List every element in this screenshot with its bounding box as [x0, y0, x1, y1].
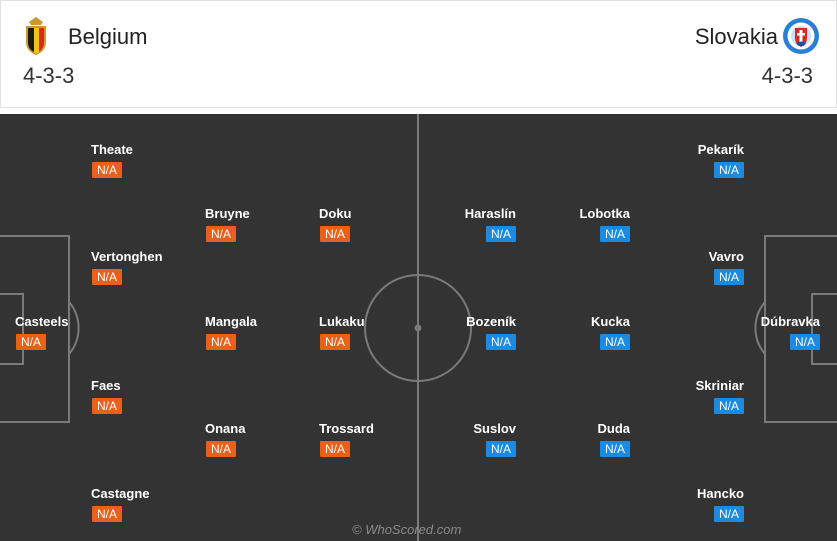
rating-badge: N/A	[92, 506, 122, 522]
rating-badge: N/A	[600, 226, 630, 242]
player-name: Kucka	[590, 314, 630, 329]
rating-badge: N/A	[320, 441, 350, 457]
rating-badge: N/A	[714, 269, 744, 285]
player-name: Pekarík	[697, 142, 744, 157]
rating-badge: N/A	[206, 334, 236, 350]
player-name: Trossard	[319, 421, 374, 436]
rating-badge: N/A	[206, 226, 236, 242]
rating-badge: N/A	[92, 269, 122, 285]
player-name: Theate	[91, 142, 133, 157]
away-formation: 4-3-3	[761, 63, 813, 88]
player-name: Castagne	[91, 486, 150, 501]
rating-badge: N/A	[714, 398, 744, 414]
player-name: Dúbravka	[760, 314, 820, 329]
rating-badge: N/A	[600, 334, 630, 350]
rating-badge: N/A	[16, 334, 46, 350]
rating-badge: N/A	[486, 226, 516, 242]
player-name: Doku	[319, 206, 352, 221]
rating-badge: N/A	[486, 334, 516, 350]
rating-badge: N/A	[714, 506, 744, 522]
rating-badge: N/A	[92, 162, 122, 178]
player-name: Faes	[91, 378, 121, 393]
home-team-name[interactable]: Belgium	[68, 24, 148, 49]
player-name: Bruyne	[205, 206, 250, 221]
player-name: Onana	[205, 421, 246, 436]
home-formation: 4-3-3	[23, 63, 75, 88]
rating-badge: N/A	[92, 398, 122, 414]
rating-badge: N/A	[486, 441, 516, 457]
player-name: Mangala	[205, 314, 258, 329]
player-name: Skriniar	[695, 378, 744, 393]
rating-badge: N/A	[790, 334, 820, 350]
rating-badge: N/A	[206, 441, 236, 457]
player-name: Vertonghen	[91, 249, 163, 264]
rating-badge: N/A	[320, 334, 350, 350]
player-name: Suslov	[473, 421, 516, 436]
slovakia-crest-icon	[783, 18, 819, 54]
pitch-markings	[0, 114, 837, 541]
player-name: Lobotka	[579, 206, 630, 221]
player-name: Duda	[597, 421, 631, 436]
player-name: Casteels	[15, 314, 69, 329]
away-team-name[interactable]: Slovakia	[694, 24, 778, 49]
player-name: Hancko	[697, 486, 744, 501]
rating-badge: N/A	[714, 162, 744, 178]
pitch	[0, 114, 837, 541]
rating-badge: N/A	[600, 441, 630, 457]
belgium-crest-icon	[26, 17, 46, 55]
player-name: Vavro	[708, 249, 744, 264]
match-header: Belgium 4-3-3 Slovakia 4-3-3	[0, 0, 837, 108]
player-name: Haraslín	[464, 206, 516, 221]
rating-badge: N/A	[320, 226, 350, 242]
player-name: Lukaku	[319, 314, 365, 329]
watermark: © WhoScored.com	[352, 522, 462, 537]
player-name: Bozeník	[466, 314, 516, 329]
